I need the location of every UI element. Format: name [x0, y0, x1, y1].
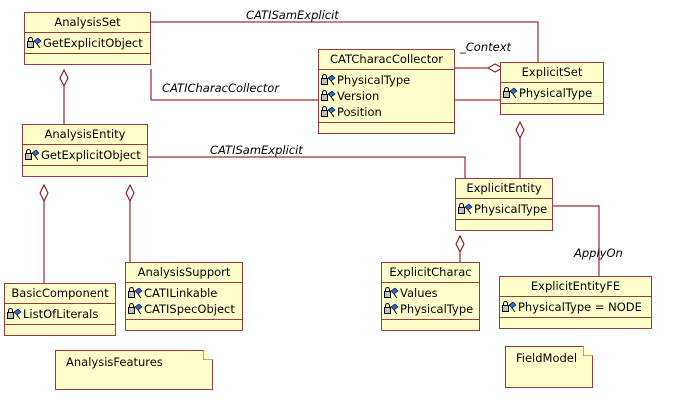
association-set-collector [150, 69, 318, 101]
attribute-name: CATILinkable [144, 286, 218, 300]
attribute-name: PhysicalType [337, 73, 411, 87]
class-name: AnalysisSupport [126, 263, 242, 283]
lock-key-icon [7, 308, 22, 320]
lock-key-icon [25, 149, 40, 161]
attribute-row: GetExplicitObject [23, 147, 147, 163]
class-explicit-charac[interactable]: ExplicitCharac Values PhysicalType [381, 262, 480, 331]
association-explicit-fe [553, 205, 600, 276]
class-name: ExplicitEntity [456, 179, 552, 199]
class-name: AnalysisEntity [23, 125, 147, 145]
lock-key-icon [128, 303, 143, 315]
lock-key-icon [321, 74, 336, 86]
attribute-row: CATILinkable [126, 285, 242, 301]
lock-key-icon [321, 106, 336, 118]
class-cat-charac-collector[interactable]: CATCharacCollector PhysicalType Version … [318, 49, 455, 134]
attribute-row: PhysicalType [501, 85, 603, 101]
label-set-collector: CATICharacCollector [162, 81, 280, 95]
lock-key-icon [128, 287, 143, 299]
attribute-name: PhysicalType = NODE [518, 300, 642, 314]
attribute-row: Values [382, 285, 479, 301]
attribute-row: PhysicalType [456, 201, 552, 217]
class-name: CATCharacCollector [319, 50, 454, 70]
note-text: AnalysisFeatures [66, 355, 163, 369]
attribute-row: PhysicalType [382, 301, 479, 317]
class-explicit-set[interactable]: ExplicitSet PhysicalType [500, 62, 604, 115]
note-fold-corner [203, 350, 213, 360]
association-set-explicitset [151, 21, 539, 62]
attribute-name: Values [400, 286, 438, 300]
attribute-name: GetExplicitObject [43, 36, 143, 50]
attribute-name: Version [337, 89, 380, 103]
attribute-name: ListOfLiterals [23, 307, 99, 321]
aggregation-diamond-support [125, 183, 135, 203]
attribute-name: PhysicalType [474, 202, 548, 216]
label-set-explicitset: CATISamExplicit [246, 8, 339, 22]
note-fold-corner [583, 346, 593, 356]
label-collector-context: _Context [460, 40, 512, 54]
attribute-row: CATISpecObject [126, 301, 242, 317]
class-basic-component[interactable]: BasicComponent ListOfLiterals [4, 283, 116, 336]
association-entity-explicitentity [148, 156, 466, 178]
attribute-name: PhysicalType [400, 302, 474, 316]
class-name: AnalysisSet [25, 13, 150, 33]
attribute-name: CATISpecObject [144, 302, 235, 316]
lock-key-icon [384, 287, 399, 299]
attribute-name: Position [337, 105, 382, 119]
class-name: BasicComponent [5, 284, 115, 304]
note-field-model[interactable]: FieldModel [505, 346, 593, 388]
class-analysis-entity[interactable]: AnalysisEntity GetExplicitObject [22, 124, 148, 177]
aggregation-diamond-explicitset [515, 120, 525, 140]
attribute-row: Position [319, 104, 454, 120]
lock-key-icon [503, 87, 518, 99]
class-name: ExplicitEntityFE [500, 277, 651, 297]
class-analysis-set[interactable]: AnalysisSet GetExplicitObject [24, 12, 151, 65]
aggregation-diamond-set [59, 68, 69, 88]
attribute-name: PhysicalType [519, 86, 593, 100]
class-explicit-entity[interactable]: ExplicitEntity PhysicalType [455, 178, 553, 231]
note-text: FieldModel [516, 351, 578, 365]
note-analysis-features[interactable]: AnalysisFeatures [55, 350, 213, 390]
label-entity-explicitentity: CATISamExplicit [210, 143, 303, 157]
aggregation-diamond-charac [455, 234, 465, 254]
lock-key-icon [384, 303, 399, 315]
class-name: ExplicitCharac [382, 263, 479, 283]
attribute-row: PhysicalType [319, 72, 454, 88]
lock-key-icon [458, 203, 473, 215]
attribute-row: PhysicalType = NODE [500, 299, 651, 315]
label-explicit-fe: ApplyOn [574, 246, 623, 260]
lock-key-icon [502, 301, 517, 313]
attribute-row: GetExplicitObject [25, 35, 150, 51]
aggregation-diamond-basic [39, 183, 49, 203]
class-name: ExplicitSet [501, 63, 603, 83]
class-analysis-support[interactable]: AnalysisSupport CATILinkable CATISpecObj… [125, 262, 243, 331]
class-explicit-entity-fe[interactable]: ExplicitEntityFE PhysicalType = NODE [499, 276, 652, 329]
attribute-row: Version [319, 88, 454, 104]
lock-key-icon [27, 37, 42, 49]
lock-key-icon [321, 90, 336, 102]
attribute-name: GetExplicitObject [41, 148, 141, 162]
attribute-row: ListOfLiterals [5, 306, 115, 322]
